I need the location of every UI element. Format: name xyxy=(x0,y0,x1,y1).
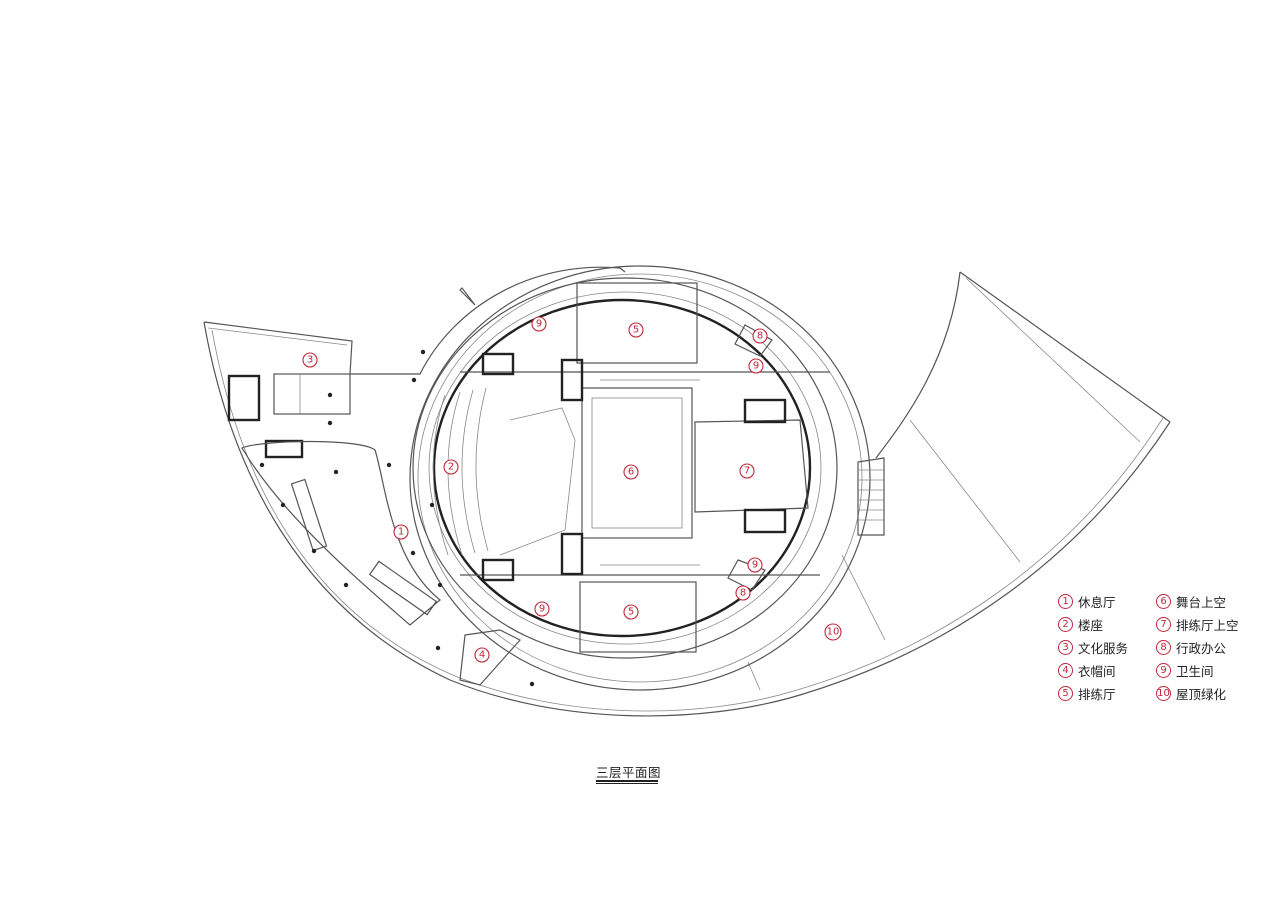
legend-number: 3 xyxy=(1058,639,1073,655)
legend-number: 10 xyxy=(1156,685,1171,701)
svg-text:2: 2 xyxy=(448,462,454,473)
legend-item: 6 舞台上空 xyxy=(1156,592,1256,610)
drawing-title: 三层平面图 xyxy=(596,765,662,780)
room-marker: 5 xyxy=(628,322,644,338)
legend-label: 文化服务 xyxy=(1078,640,1129,656)
room-legend: 1 休息厅 6 舞台上空 2 楼座 7 排练厅上空 3 文化服务 8 行政办公 4 衣帽间 9… xyxy=(1058,592,1256,702)
svg-text:9: 9 xyxy=(752,560,758,571)
room-marker: 9 xyxy=(534,601,550,617)
svg-text:9: 9 xyxy=(536,319,542,330)
outer-envelope xyxy=(203,266,1171,717)
legend-label: 卫生间 xyxy=(1176,663,1214,679)
room-marker: 1 xyxy=(393,524,409,540)
room-marker: 7 xyxy=(739,463,755,479)
title-underline-thin xyxy=(596,783,658,784)
room-marker: 3 xyxy=(302,352,318,368)
room-marker: 9 xyxy=(747,557,763,573)
legend-number: 8 xyxy=(1156,639,1171,655)
legend-item: 1 休息厅 xyxy=(1058,592,1156,610)
svg-text:5: 5 xyxy=(628,607,634,618)
legend-label: 排练厅 xyxy=(1078,686,1116,702)
legend-number: 2 xyxy=(1058,616,1073,632)
svg-text:8: 8 xyxy=(757,331,763,342)
svg-text:8: 8 xyxy=(740,588,746,599)
legend-label: 舞台上空 xyxy=(1176,594,1227,610)
room-marker: 10 xyxy=(824,623,842,641)
svg-text:9: 9 xyxy=(753,361,759,372)
legend-number: 9 xyxy=(1156,662,1171,678)
svg-text:1: 1 xyxy=(398,527,404,538)
legend-number: 4 xyxy=(1058,662,1073,678)
legend-label: 屋顶绿化 xyxy=(1176,686,1227,702)
room-marker: 5 xyxy=(623,604,639,620)
legend-item: 8 行政办公 xyxy=(1156,638,1256,656)
svg-text:9: 9 xyxy=(539,604,545,615)
main-drum xyxy=(409,265,885,691)
columns xyxy=(259,349,535,687)
legend-item: 5 排练厅 xyxy=(1058,684,1156,702)
svg-text:7: 7 xyxy=(744,466,750,477)
svg-text:6: 6 xyxy=(628,467,634,478)
room-marker: 2 xyxy=(443,459,459,475)
legend-number: 6 xyxy=(1156,593,1171,609)
legend-item: 3 文化服务 xyxy=(1058,638,1156,656)
legend-item: 10 屋顶绿化 xyxy=(1156,684,1256,702)
svg-text:3: 3 xyxy=(307,355,313,366)
title-underline xyxy=(596,780,658,782)
legend-number: 7 xyxy=(1156,616,1171,632)
legend-label: 排练厅上空 xyxy=(1176,617,1239,633)
room-marker: 9 xyxy=(748,358,764,374)
legend-label: 休息厅 xyxy=(1078,594,1116,610)
legend-item: 9 卫生间 xyxy=(1156,661,1256,679)
legend-item: 7 排练厅上空 xyxy=(1156,615,1256,633)
legend-label: 楼座 xyxy=(1078,617,1104,633)
legend-number: 1 xyxy=(1058,593,1073,609)
room-marker: 4 xyxy=(474,647,490,663)
room-markers: 1 2 3 4 5 5 6 7 8 8 9 9 9 9 10 xyxy=(302,316,842,663)
room-marker: 8 xyxy=(752,328,768,344)
legend-item: 2 楼座 xyxy=(1058,615,1156,633)
interior-walls xyxy=(227,282,830,686)
svg-text:5: 5 xyxy=(633,325,639,336)
legend-item: 4 衣帽间 xyxy=(1058,661,1156,679)
room-marker: 9 xyxy=(531,316,547,332)
room-marker: 6 xyxy=(623,464,639,480)
svg-text:10: 10 xyxy=(827,627,840,638)
svg-text:4: 4 xyxy=(479,650,485,661)
room-marker: 8 xyxy=(735,585,751,601)
legend-number: 5 xyxy=(1058,685,1073,701)
legend-label: 衣帽间 xyxy=(1078,663,1116,679)
legend-label: 行政办公 xyxy=(1176,640,1227,656)
